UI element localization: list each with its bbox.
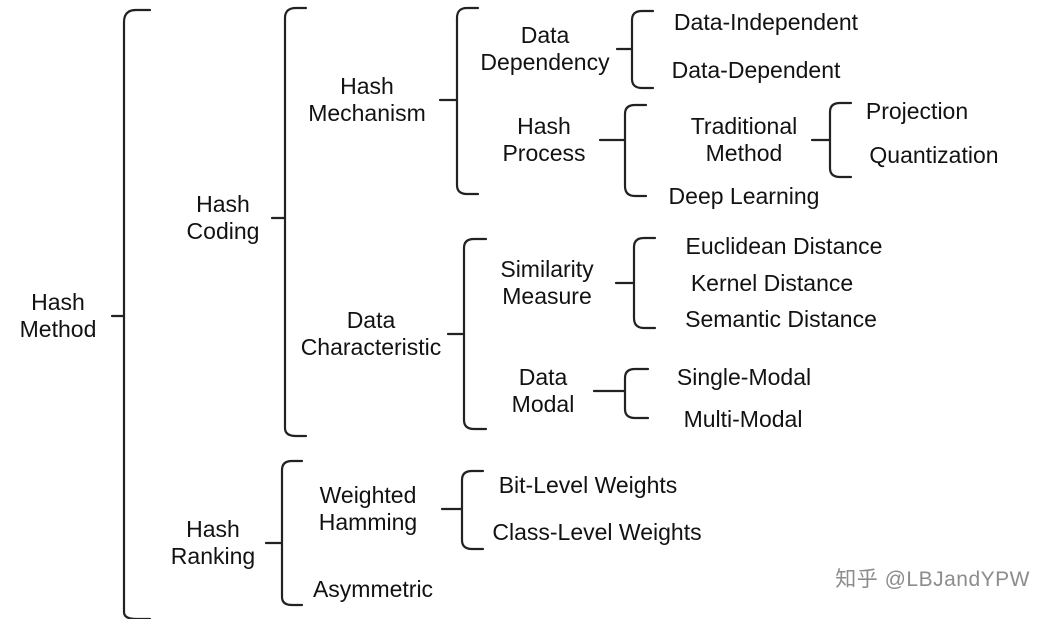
node-root: Hash Method <box>19 289 97 342</box>
node-bit-level-weights: Bit-Level Weights <box>498 471 678 498</box>
node-class-level-weights: Class-Level Weights <box>492 518 702 545</box>
node-data-dependent: Data-Dependent <box>671 56 841 83</box>
watermark: 知乎 @LBJandYPW <box>835 568 1030 591</box>
node-kernel-distance: Kernel Distance <box>690 269 854 296</box>
node-data-modal: Data Modal <box>511 364 575 417</box>
node-weighted-hamming: Weighted Hamming <box>318 482 418 535</box>
node-hash-mechanism: Hash Mechanism <box>308 73 426 126</box>
node-quantization: Quantization <box>869 141 999 168</box>
node-data-independent: Data-Independent <box>673 8 859 35</box>
node-data-characteristic: Data Characteristic <box>300 307 442 360</box>
node-similarity-measure: Similarity Measure <box>500 256 594 309</box>
node-hash-ranking: Hash Ranking <box>170 516 256 569</box>
node-euclidean-distance: Euclidean Distance <box>685 232 883 259</box>
node-hash-process: Hash Process <box>502 113 586 166</box>
node-traditional-method: Traditional Method <box>690 113 798 166</box>
node-hash-coding: Hash Coding <box>186 191 260 244</box>
node-semantic-distance: Semantic Distance <box>685 305 877 332</box>
node-deep-learning: Deep Learning <box>668 182 820 209</box>
node-projection: Projection <box>865 97 969 124</box>
node-single-modal: Single-Modal <box>676 363 812 390</box>
node-asymmetric: Asymmetric <box>312 575 434 602</box>
node-multi-modal: Multi-Modal <box>683 405 803 432</box>
node-data-dependency: Data Dependency <box>480 22 610 75</box>
